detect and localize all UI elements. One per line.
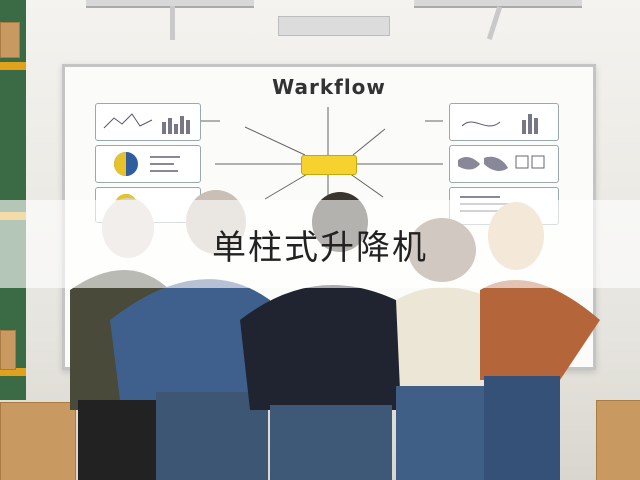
pie-chart-sketch: [114, 152, 180, 176]
pie-panel: [95, 145, 201, 183]
caption-text: 单柱式升降机: [212, 227, 428, 268]
chart-panel: [95, 103, 201, 141]
board-title: Warkflow: [272, 75, 386, 99]
map-panel: [449, 145, 559, 183]
process-sketch: [461, 114, 538, 134]
cardboard-box: [596, 400, 640, 480]
workflow-arrows: [201, 107, 443, 217]
cardboard-box: [0, 330, 16, 370]
line-chart-sketch: [103, 113, 190, 134]
cardboard-box: [0, 22, 20, 58]
process-panel: [449, 103, 559, 141]
lamp-pole: [170, 6, 175, 40]
workflow-hub-note: [301, 155, 357, 175]
air-vent: [278, 16, 390, 36]
caption-banner: 单柱式升降机: [0, 200, 640, 288]
shelf-beam: [0, 368, 26, 376]
world-map-sketch: [458, 155, 545, 171]
cardboard-box: [0, 402, 76, 480]
shelf-beam: [0, 62, 26, 70]
